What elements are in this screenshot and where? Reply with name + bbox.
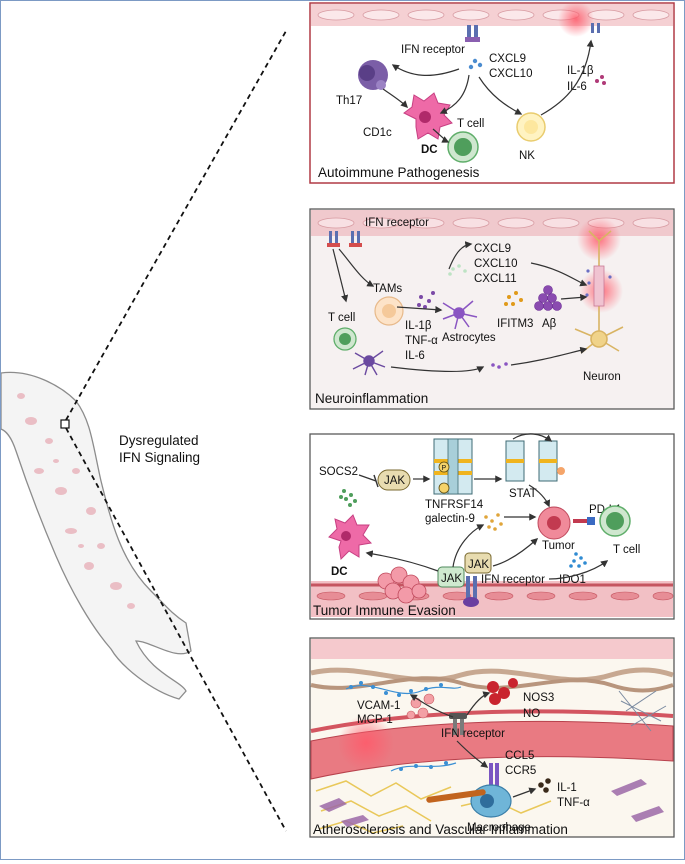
- label-cd1c: CD1c: [363, 127, 392, 139]
- th17-cell-icon: [358, 60, 388, 90]
- tumor-cluster-icon: [377, 566, 427, 604]
- label-dc: DC: [331, 566, 348, 578]
- panel4-title: Atherosclerosis and Vascular Inflammatio…: [313, 822, 568, 837]
- phospho-icon: P: [438, 461, 450, 494]
- label-neuron: Neuron: [583, 371, 621, 383]
- panel-autoimmune: IFN receptor CXCL9 CXCL10 Th17 CD1c DC T…: [309, 1, 675, 184]
- label-il1b: IL-1β: [405, 320, 432, 332]
- microglia-icon: [352, 350, 386, 376]
- label-ifn-receptor: IFN receptor: [401, 44, 465, 56]
- label-galectin9: galectin-9: [425, 513, 475, 525]
- panel3-title: Tumor Immune Evasion: [313, 603, 456, 618]
- label-astrocytes: Astrocytes: [442, 332, 496, 344]
- label-jak: JAK: [384, 475, 405, 487]
- fibrin-mesh-icon: [618, 690, 667, 732]
- label-cxcl11: CXCL11: [474, 273, 517, 285]
- t-cell-icon: [447, 131, 479, 163]
- center-title-line2: IFN Signaling: [119, 450, 200, 465]
- panel-neuroinflammation: IFN receptor CXCL9 CXCL10 CXCL11 TAMs IL…: [309, 208, 675, 410]
- label-stat: STAT: [509, 488, 537, 500]
- t-cell-icon: [599, 505, 631, 537]
- zoom-marker: [60, 419, 70, 429]
- zoom-line-bottom: [65, 427, 287, 832]
- label-ifn-receptor: IFN receptor: [481, 574, 545, 586]
- jak-protein-icon: [437, 566, 465, 588]
- label-ifn-receptor: IFN receptor: [441, 728, 505, 740]
- label-tnfrsf14: TNFRSF14: [425, 499, 484, 511]
- ifn-receptor-icon: [463, 576, 479, 607]
- ifn-receptor-icon: [465, 37, 480, 42]
- label-cxcl9: CXCL9: [489, 53, 526, 65]
- dc-cell-icon: [328, 514, 373, 561]
- label-vcam1: VCAM-1: [357, 700, 400, 712]
- label-jak: JAK: [441, 573, 462, 585]
- label-tnfa: TNF-α: [557, 797, 590, 809]
- ifn-receptor-icon: [449, 713, 467, 735]
- center-title-line1: Dysregulated: [119, 433, 199, 448]
- ccr5-receptor-icon: [489, 763, 499, 787]
- label-tcell: T cell: [328, 312, 355, 324]
- label-cxcl9: CXCL9: [474, 243, 511, 255]
- label-ifitm3: IFITM3: [497, 318, 533, 330]
- svg-text:P: P: [442, 465, 447, 472]
- label-nk: NK: [519, 150, 535, 162]
- label-nos3: NOS3: [523, 692, 554, 704]
- label-cxcl10: CXCL10: [489, 68, 532, 80]
- label-jak: JAK: [468, 559, 489, 571]
- jak-protein-icon: [377, 469, 411, 491]
- label-tcell: T cell: [457, 118, 484, 130]
- label-dc: DC: [421, 144, 438, 156]
- label-socs2: SOCS2: [319, 466, 358, 478]
- abeta-cluster-icon: [534, 285, 562, 311]
- panel-atherosclerosis: VCAM-1 MCP-1 NOS3 NO IFN receptor CCL5 C…: [309, 637, 675, 838]
- label-th17: Th17: [336, 95, 362, 107]
- panel2-title: Neuroinflammation: [315, 391, 428, 406]
- label-macrophage: Macrophage: [467, 822, 531, 834]
- label-ccl5: CCL5: [505, 750, 534, 762]
- nk-cell-icon: [516, 112, 546, 142]
- label-tnfa: TNF-α: [405, 335, 438, 347]
- label-tumor: Tumor: [542, 540, 575, 552]
- tumor-cell-icon: [537, 506, 571, 540]
- tam-cell-icon: [374, 296, 404, 326]
- t-cell-icon: [333, 327, 357, 351]
- ifn-receptor-icon: [327, 231, 362, 247]
- label-mcp1: MCP-1: [357, 714, 393, 726]
- jak-protein-icon: [464, 552, 492, 574]
- label-il6: IL-6: [405, 350, 425, 362]
- label-no: NO: [523, 708, 540, 720]
- panel1-title: Autoimmune Pathogenesis: [318, 165, 480, 180]
- label-abeta: Aβ: [542, 318, 557, 330]
- nos3-icon: [487, 678, 518, 705]
- arm-illustration: [0, 371, 192, 700]
- label-tams: TAMs: [373, 283, 402, 295]
- astrocyte-icon: [442, 300, 478, 330]
- label-ccr5: CCR5: [505, 765, 536, 777]
- label-tcell: T cell: [613, 544, 640, 556]
- label-il1: IL-1: [557, 782, 577, 794]
- macrophage-icon: [470, 784, 512, 818]
- panel-tumor-evasion: P STAT SOCS2 JAK TNFRSF14 galectin-9 PD-…: [309, 433, 675, 620]
- label-cxcl10: CXCL10: [474, 258, 517, 270]
- zoom-line-top: [65, 30, 287, 421]
- label-ifn-receptor: IFN receptor: [365, 217, 429, 229]
- label-il1b: IL-1β: [567, 65, 594, 77]
